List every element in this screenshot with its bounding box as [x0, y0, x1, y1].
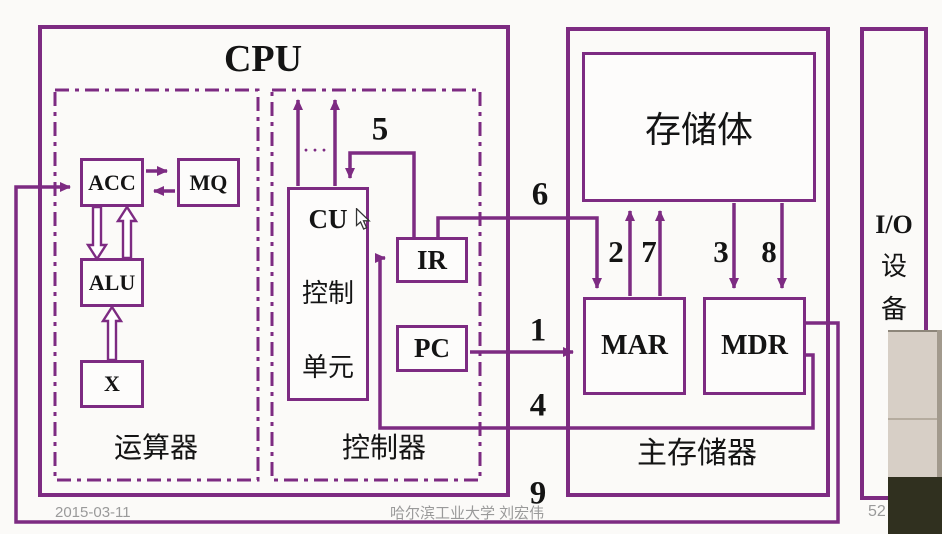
control-unit-label: 控制器	[341, 433, 427, 464]
mouse-cursor	[355, 208, 371, 230]
mq-label: MQ	[189, 169, 228, 195]
alu-label: ALU	[88, 269, 136, 295]
storage-body-label: 存储体	[644, 110, 753, 150]
storage-body-box: 存储体	[582, 52, 816, 202]
ir-label: IR	[416, 244, 447, 275]
step-4: 4	[529, 387, 547, 424]
cu-label-cn2: 单元	[301, 353, 354, 382]
step-5: 5	[371, 111, 389, 148]
x-box: X	[80, 360, 144, 408]
cu-control-signal-dots: ···	[303, 140, 331, 160]
acc-label: ACC	[88, 169, 136, 195]
mdr-label: MDR	[721, 330, 788, 361]
mar-box: MAR	[583, 297, 686, 395]
footer-page-number: 52	[868, 503, 886, 520]
cu-label-cn1: 控制	[301, 278, 354, 308]
step-1: 1	[529, 312, 547, 349]
ir-box: IR	[396, 237, 468, 283]
alu-box: ALU	[80, 258, 144, 307]
io-label-line1: I/O	[875, 210, 913, 239]
main-memory-label: 主存储器	[637, 437, 757, 470]
cpu-title: CPU	[223, 38, 303, 80]
pc-label: PC	[414, 333, 450, 363]
x-label: X	[104, 371, 120, 396]
io-device-label: I/O 设 备	[860, 210, 928, 326]
pc-box: PC	[396, 325, 468, 372]
io-label-line2: 设	[880, 252, 907, 281]
step-6: 6	[531, 176, 549, 213]
webcam-photo-fragment	[888, 330, 942, 534]
step-7: 7	[641, 234, 657, 269]
mar-label: MAR	[601, 330, 668, 361]
step-2: 2	[608, 234, 624, 269]
acc-box: ACC	[80, 158, 144, 207]
mdr-box: MDR	[703, 297, 806, 395]
arith-unit-label: 运算器	[113, 433, 199, 464]
step-8: 8	[761, 234, 777, 269]
photo-seam-line	[888, 418, 942, 420]
mq-box: MQ	[177, 158, 240, 207]
io-label-line3: 备	[880, 295, 907, 324]
photo-right-strip	[937, 330, 942, 477]
cu-label: CU	[308, 204, 348, 234]
step-3: 3	[713, 234, 729, 269]
photo-dark-area	[888, 477, 942, 534]
footer-author: 哈尔滨工业大学 刘宏伟	[390, 505, 545, 522]
footer-date: 2015-03-11	[55, 504, 131, 521]
photo-top-edge	[888, 330, 942, 332]
